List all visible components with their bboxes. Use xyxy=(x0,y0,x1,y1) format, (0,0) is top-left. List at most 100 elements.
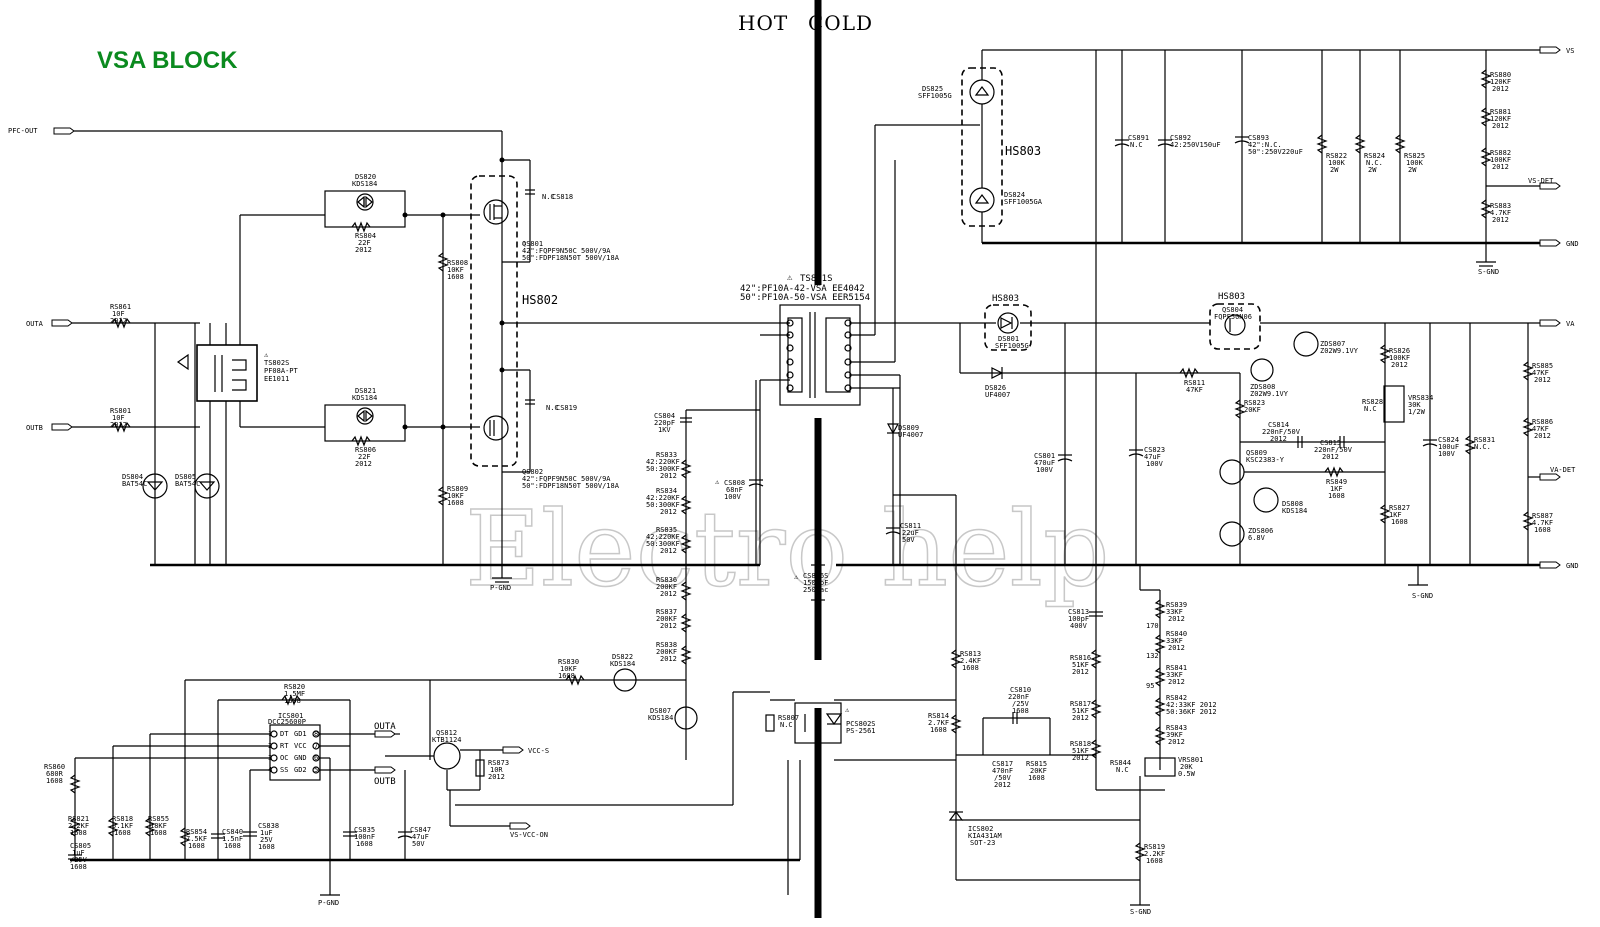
svg-text:RS808: RS808 xyxy=(447,259,468,267)
svg-text:1608: 1608 xyxy=(1028,774,1045,782)
svg-text:120KF: 120KF xyxy=(1490,115,1511,123)
svg-text:RS841: RS841 xyxy=(1166,664,1187,672)
svg-text:CS814: CS814 xyxy=(1268,421,1289,429)
svg-text:100KF: 100KF xyxy=(1490,156,1511,164)
svg-text:CS835: CS835 xyxy=(354,826,375,834)
svg-text:1608: 1608 xyxy=(70,863,87,871)
svg-text:⚠: ⚠ xyxy=(264,351,269,359)
svg-text:TS801S: TS801S xyxy=(800,274,833,284)
svg-text:1/2W: 1/2W xyxy=(1408,408,1426,416)
svg-text:CS811: CS811 xyxy=(900,522,921,530)
svg-text:VCC-S: VCC-S xyxy=(528,747,549,755)
svg-text:PCS802S: PCS802S xyxy=(846,720,876,728)
svg-text:N.C: N.C xyxy=(1130,141,1143,149)
svg-text:42:220KF: 42:220KF xyxy=(646,533,680,541)
svg-text:SS: SS xyxy=(280,766,288,774)
svg-text:RS828: RS828 xyxy=(1362,398,1383,406)
svg-text:1.5nF: 1.5nF xyxy=(222,835,243,843)
shunt-regulator-ics802: RS813 2.4KF 1608 RS814 2.7KF 1608 CS810 … xyxy=(928,649,1140,881)
svg-text:10KF: 10KF xyxy=(560,665,577,673)
svg-text:ICS802: ICS802 xyxy=(968,825,993,833)
svg-text:2012: 2012 xyxy=(355,460,372,468)
vs-ground-rail: GND xyxy=(982,239,1579,248)
svg-text:47KF: 47KF xyxy=(1532,425,1549,433)
svg-text:ZDS807: ZDS807 xyxy=(1320,340,1345,348)
svg-text:N.C: N.C xyxy=(1364,405,1377,413)
svg-text:1608: 1608 xyxy=(930,726,947,734)
va-regulator: RS811 47KF ZDS807 Z02W9.1VY ZDS808 Z02W9… xyxy=(1165,323,1433,565)
capacitor-cs808: ⚠ CS808 68nF 100V xyxy=(715,380,764,565)
svg-text:RS855: RS855 xyxy=(148,815,169,823)
svg-text:⚠: ⚠ xyxy=(794,573,799,581)
svg-text:ZDS808: ZDS808 xyxy=(1250,383,1275,391)
svg-text:RS881: RS881 xyxy=(1490,108,1511,116)
svg-text:170: 170 xyxy=(1146,622,1159,630)
svg-text:RS809: RS809 xyxy=(447,485,468,493)
svg-text:KIA431AM: KIA431AM xyxy=(968,832,1002,840)
svg-text:1608: 1608 xyxy=(284,697,301,705)
svg-text:Z02W9.1VY: Z02W9.1VY xyxy=(1250,390,1289,398)
svg-text:10R: 10R xyxy=(490,766,503,774)
svg-text:CS840: CS840 xyxy=(222,828,243,836)
svg-text:2012: 2012 xyxy=(1072,754,1089,762)
svg-text:39KF: 39KF xyxy=(1166,731,1183,739)
svg-text:OC: OC xyxy=(280,754,288,762)
svg-text:RS817: RS817 xyxy=(1070,700,1091,708)
svg-text:HS803: HS803 xyxy=(1218,292,1245,302)
svg-text:50":FDPF18N50T 500V/18A: 50":FDPF18N50T 500V/18A xyxy=(522,254,620,262)
mosfet-qs801: N.C CS818 ⚠ QS801 42":FQPF9N50C 500V/9A … xyxy=(483,159,620,263)
svg-text:5: 5 xyxy=(314,766,318,774)
svg-text:CS805: CS805 xyxy=(70,842,91,850)
svg-text:DS821: DS821 xyxy=(355,387,376,395)
svg-text:SFF1005G: SFF1005G xyxy=(918,92,952,100)
svg-text:CS818: CS818 xyxy=(552,193,573,201)
heatsink-hs803-qs804: HS803 QS804 FQPF50N06 xyxy=(1209,292,1261,350)
heatsink-hs802: HS802 xyxy=(470,175,558,467)
svg-text:GD2: GD2 xyxy=(294,766,307,774)
snubber-chain: CS804 220pF 1KV RS833 42:220KF 50:300KF … xyxy=(646,409,760,700)
svg-text:6: 6 xyxy=(314,754,318,762)
svg-text:HS803: HS803 xyxy=(992,294,1019,304)
svg-text:1608: 1608 xyxy=(70,829,87,837)
watermark: Electro help xyxy=(465,488,1110,610)
svg-text:RS807: RS807 xyxy=(778,714,799,722)
page-title: VSA BLOCK xyxy=(97,47,238,74)
svg-text:680R: 680R xyxy=(46,770,64,778)
y-capacitor-cs816s: ⚠ CS816S 1500pF 250Vac xyxy=(794,564,828,601)
svg-text:RS822: RS822 xyxy=(1326,152,1347,160)
svg-text:2012: 2012 xyxy=(1391,361,1408,369)
svg-text:1608: 1608 xyxy=(114,829,131,837)
svg-text:2012: 2012 xyxy=(1072,668,1089,676)
svg-text:RS830: RS830 xyxy=(558,658,579,666)
svg-text:RS815: RS815 xyxy=(1026,760,1047,768)
svg-text:1uF: 1uF xyxy=(260,829,273,837)
svg-text:⚠: ⚠ xyxy=(522,239,527,247)
svg-text:33KF: 33KF xyxy=(1166,637,1183,645)
svg-text:1608: 1608 xyxy=(356,840,373,848)
svg-text:1KF: 1KF xyxy=(1389,511,1402,519)
gate-network-lower: DS821 KDS184 RS806 22F 2012 RS809 10KF 1… xyxy=(324,387,480,507)
svg-text:RS837: RS837 xyxy=(656,608,677,616)
svg-text:QS804: QS804 xyxy=(1222,306,1243,314)
svg-text:DS826: DS826 xyxy=(985,384,1006,392)
svg-text:Z02W9.1VY: Z02W9.1VY xyxy=(1320,347,1359,355)
svg-text:CS815: CS815 xyxy=(1320,439,1341,447)
svg-text:RS831: RS831 xyxy=(1474,436,1495,444)
svg-text:RS844: RS844 xyxy=(1110,759,1131,767)
svg-text:2012: 2012 xyxy=(110,317,127,325)
svg-text:RS819: RS819 xyxy=(1144,843,1165,851)
svg-text:2012: 2012 xyxy=(1492,216,1509,224)
svg-text:2012: 2012 xyxy=(1168,678,1185,686)
svg-text:GND: GND xyxy=(294,754,307,762)
svg-text:42:33KF 2012: 42:33KF 2012 xyxy=(1166,701,1217,709)
svg-text:RS814: RS814 xyxy=(928,712,949,720)
svg-text:CS892: CS892 xyxy=(1170,134,1191,142)
svg-text:DS825: DS825 xyxy=(922,85,943,93)
svg-text:/25V: /25V xyxy=(1012,700,1030,708)
svg-text:470nF: 470nF xyxy=(992,767,1013,775)
svg-text:FQPF50N06: FQPF50N06 xyxy=(1214,313,1252,321)
svg-text:RS824: RS824 xyxy=(1364,152,1385,160)
svg-text:25V: 25V xyxy=(260,836,273,844)
svg-text:1608: 1608 xyxy=(447,499,464,507)
svg-text:42:220KF: 42:220KF xyxy=(646,458,680,466)
